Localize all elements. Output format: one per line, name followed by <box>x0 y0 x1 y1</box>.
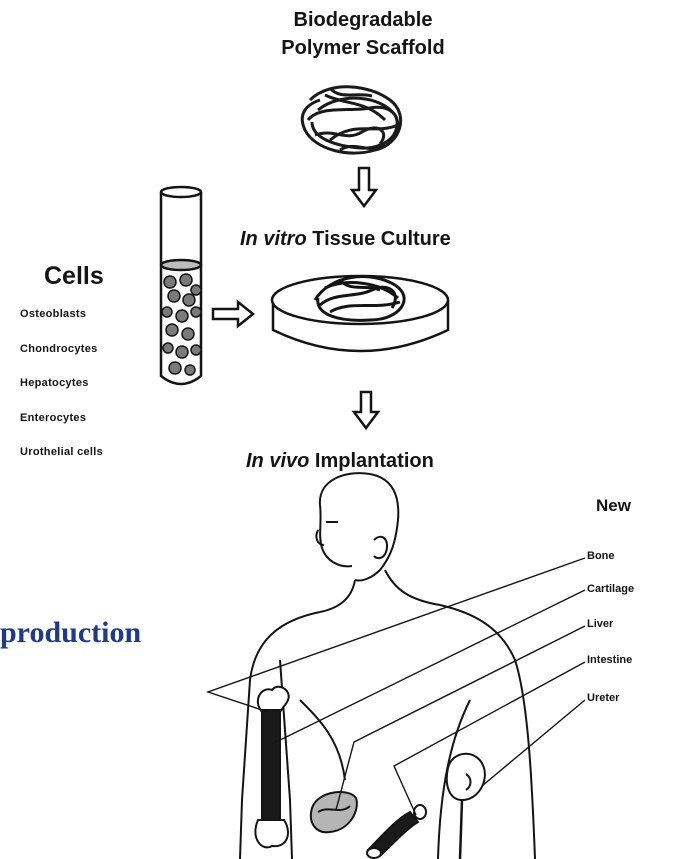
petri-dish-icon <box>272 276 448 351</box>
arrow-down-icon <box>352 168 376 206</box>
implant-caption-italic: In vivo <box>246 450 309 472</box>
cell-type-item: Urothelial cells <box>20 446 103 458</box>
new-tissue-label: Ureter <box>587 692 619 704</box>
new-heading: New <box>596 496 631 516</box>
cell-type-item: Hepatocytes <box>20 377 89 389</box>
culture-caption: In vitro Tissue Culture <box>240 228 451 251</box>
test-tube-icon <box>161 187 201 384</box>
cell-type-item: Enterocytes <box>20 412 86 424</box>
new-tissue-label: Bone <box>587 550 615 562</box>
culture-caption-italic: In vitro <box>240 228 307 250</box>
cell-type-item: Osteoblasts <box>20 308 86 320</box>
implant-caption: In vivo Implantation <box>246 450 434 473</box>
implant-caption-rest: Implantation <box>309 450 433 472</box>
new-tissue-label: Intestine <box>587 654 632 666</box>
cells-heading: Cells <box>44 262 104 291</box>
liver-icon <box>311 792 357 832</box>
cell-type-item: Chondrocytes <box>20 343 98 355</box>
kidney-icon <box>447 754 485 859</box>
arrow-right-icon <box>213 302 253 326</box>
polymer-scaffold <box>302 87 400 153</box>
arrow-down-icon <box>354 392 378 428</box>
culture-caption-rest: Tissue Culture <box>307 228 451 250</box>
new-tissue-label: Liver <box>587 618 613 630</box>
intestine-icon <box>367 805 426 858</box>
scaffold-title-text: Biodegradable Polymer Scaffold <box>281 9 444 59</box>
scaffold-title: Biodegradable Polymer Scaffold <box>258 6 468 62</box>
new-tissue-label: Cartilage <box>587 583 634 595</box>
human-figure <box>240 473 535 859</box>
overlay-heading-fragment: production <box>0 616 141 650</box>
